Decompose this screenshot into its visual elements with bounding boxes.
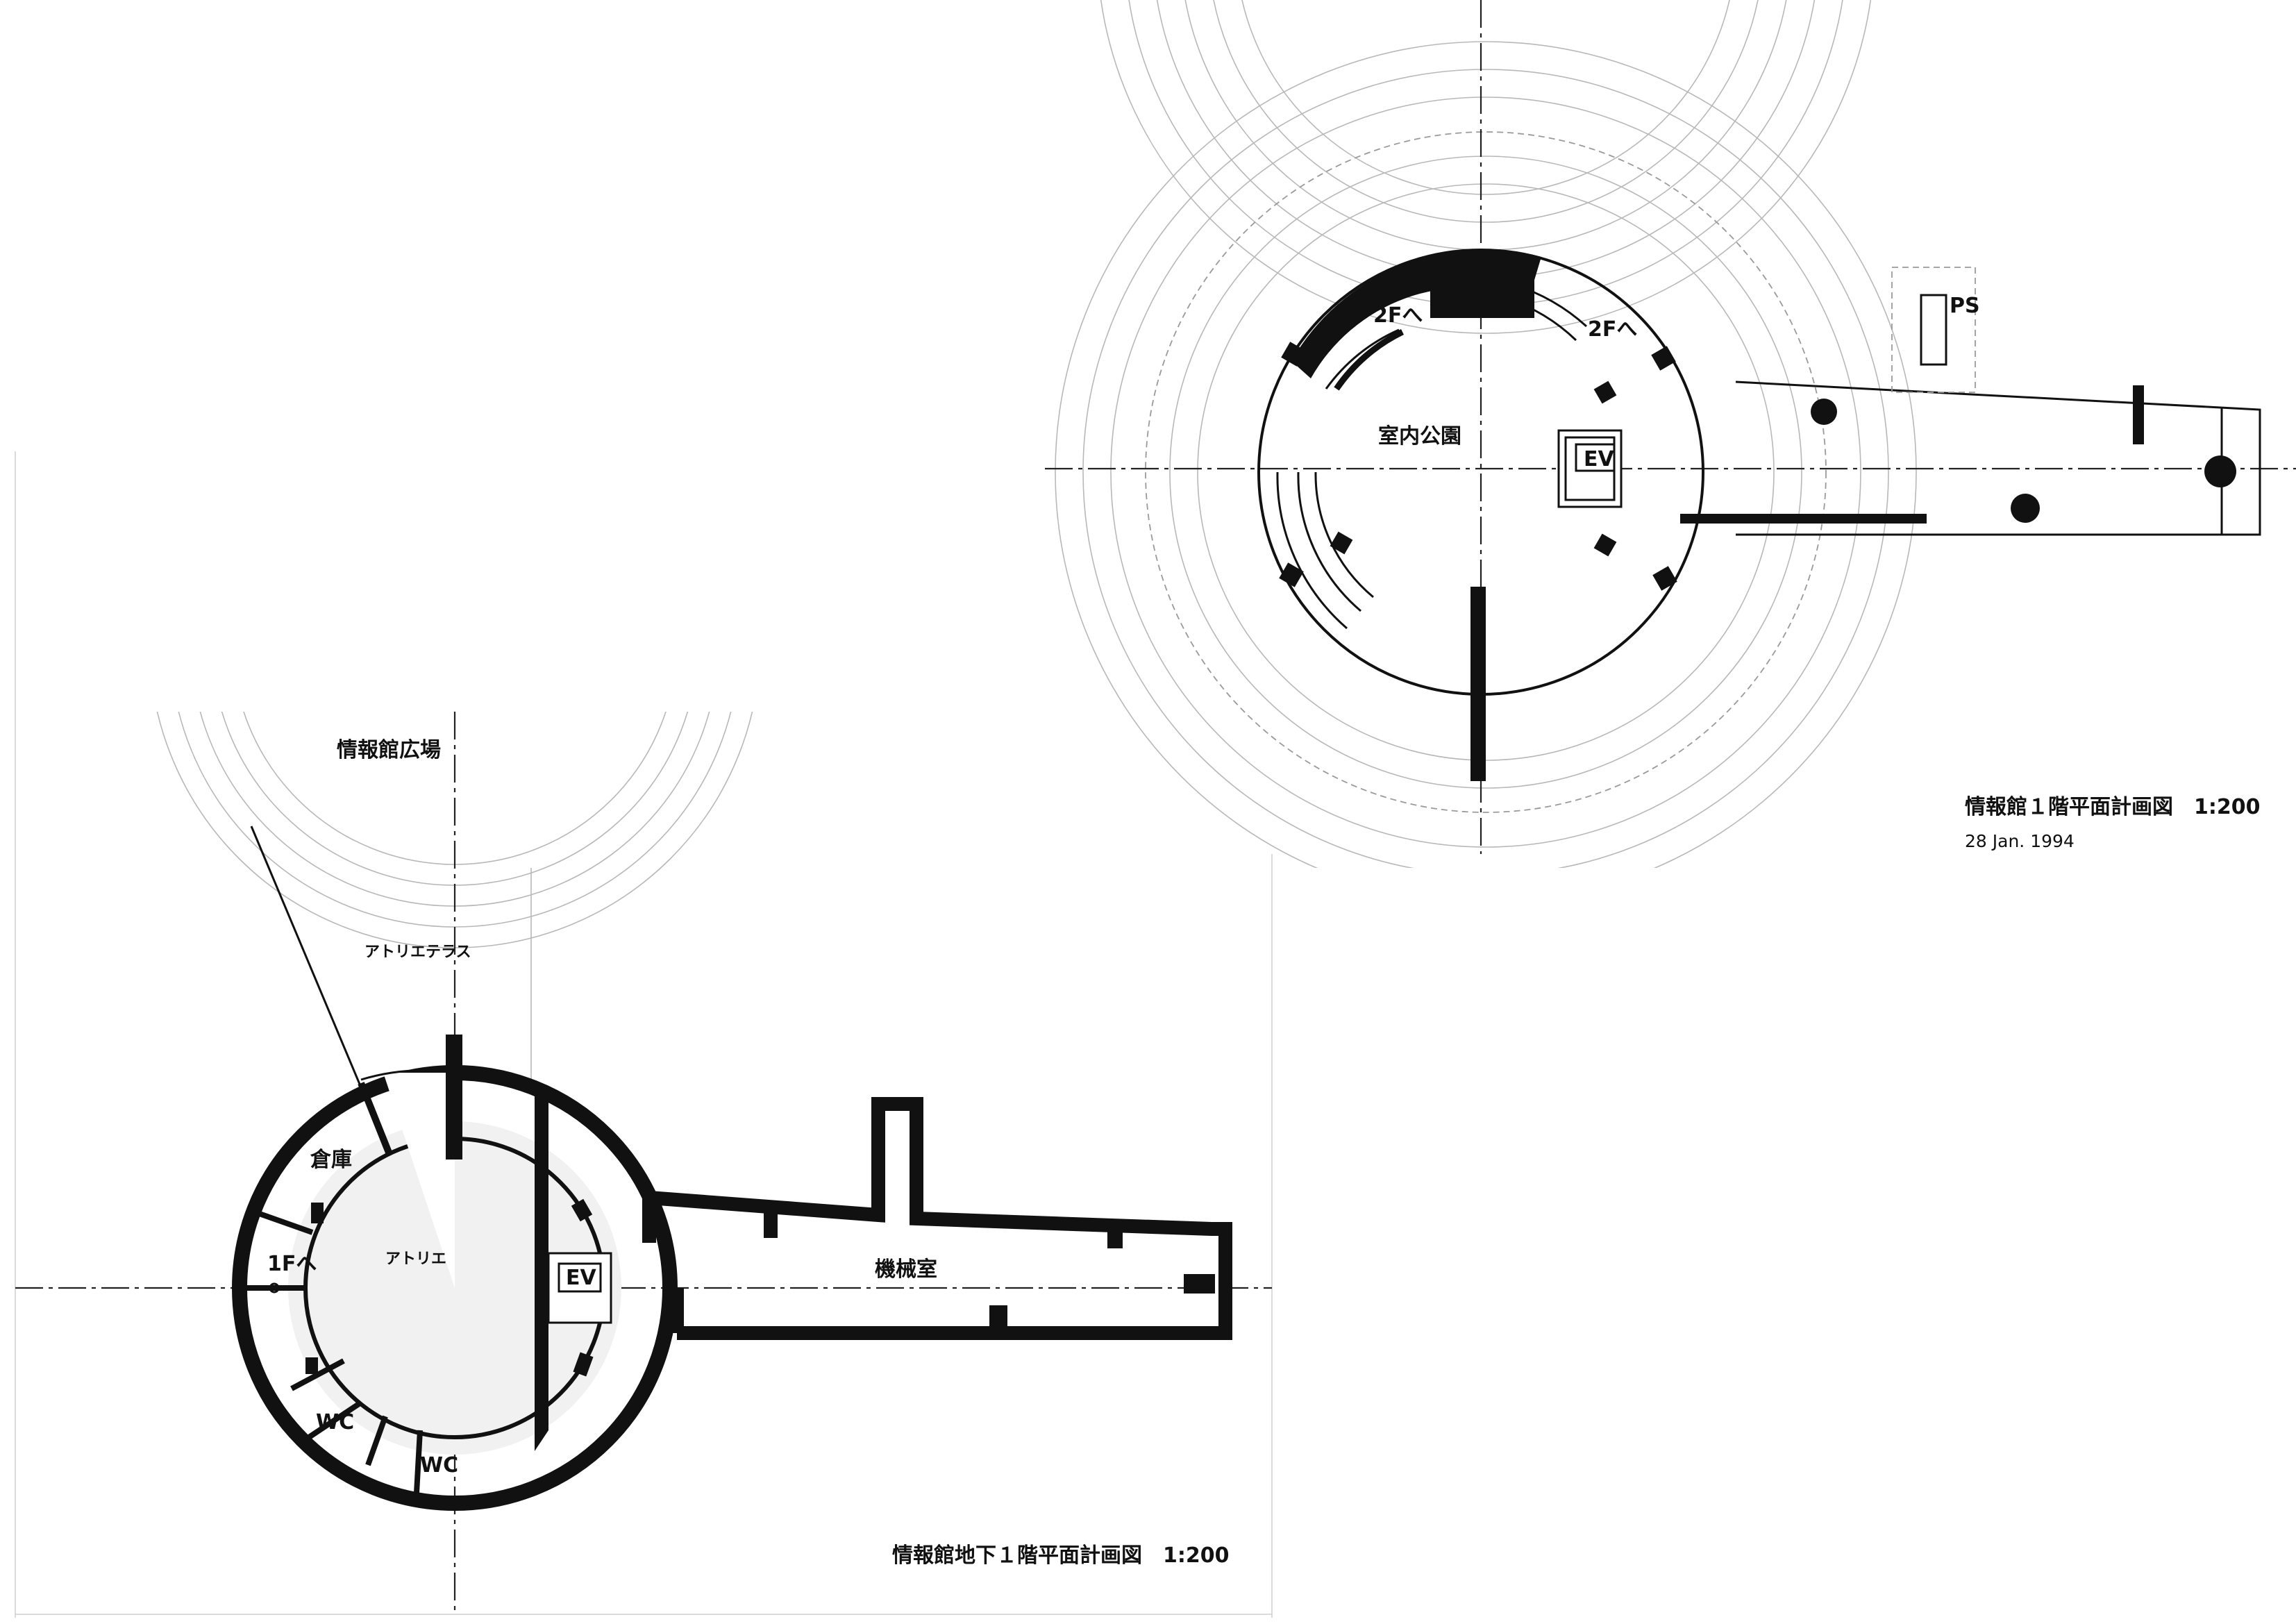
label-plaza: 情報館広場 <box>337 738 441 762</box>
ground-floor-plan: 室内公園 EV 2Fへ 2Fへ PS 情報館１階平面計画図 1:200 28 J… <box>1045 0 2296 868</box>
south-wall-1f <box>1470 587 1486 781</box>
stair-left-1f <box>1325 328 1400 390</box>
title-ground-floor: 情報館１階平面計画図 1:200 <box>1965 795 2261 819</box>
label-indoor-park: 室内公園 <box>1378 424 1461 449</box>
label-to-2f-left: 2Fへ <box>1373 303 1423 328</box>
basement-floor-plan: 情報館広場 アトリエテラス 倉庫 1Fへ アトリエ EV 機械室 WC WC 情… <box>15 712 1272 1611</box>
stair-left-wall <box>1334 328 1404 391</box>
label-atelier: アトリエ <box>385 1250 446 1268</box>
label-to-2f-right: 2Fへ <box>1588 317 1637 342</box>
label-ev-b1: EV <box>566 1266 596 1290</box>
label-ps: PS <box>1950 294 1980 318</box>
sheet-frame <box>15 451 1273 1618</box>
label-machine-room: 機械室 <box>875 1257 937 1282</box>
east-spine-b1 <box>535 1087 548 1451</box>
title-basement-floor: 情報館地下１階平面計画図 1:200 <box>892 1543 1230 1568</box>
label-ev-1f: EV <box>1584 447 1614 471</box>
stair-right-1f <box>1513 283 1588 328</box>
label-atelier-terrace: アトリエテラス <box>364 944 471 961</box>
ramp-left-1f <box>1297 471 1361 612</box>
machine-room-wing <box>642 1097 1232 1340</box>
elevator-1f <box>1557 429 1623 508</box>
columns-1f <box>1279 342 1677 591</box>
label-to-1f: 1Fへ <box>267 1252 317 1276</box>
elevator-b1 <box>547 1198 612 1377</box>
label-storage: 倉庫 <box>310 1148 352 1172</box>
drawing-date: 28 Jan. 1994 <box>1965 831 2075 851</box>
label-wc-left: WC <box>316 1410 354 1434</box>
terrace-line <box>250 826 369 1105</box>
partitions-b1 <box>243 1082 423 1493</box>
east-wing-1f <box>1680 267 2261 536</box>
label-wc-right: WC <box>420 1453 458 1477</box>
